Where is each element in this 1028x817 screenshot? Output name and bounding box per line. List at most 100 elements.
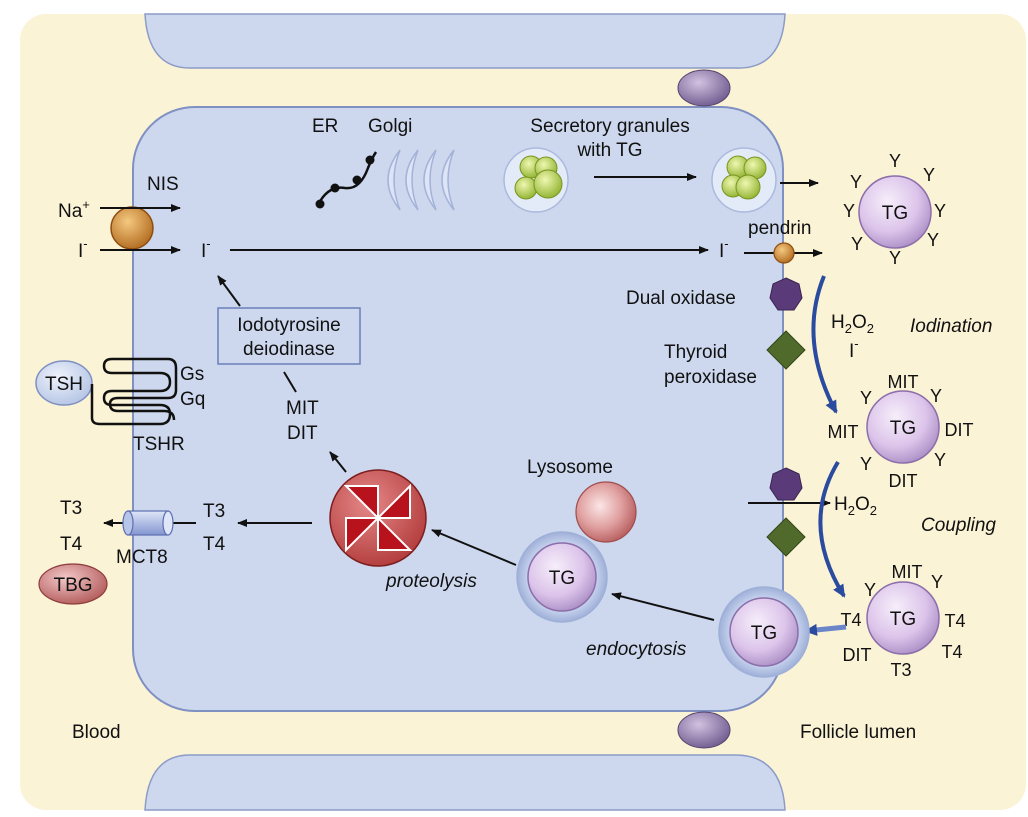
svg-text:Y: Y [860, 454, 872, 474]
svg-text:TG: TG [751, 623, 777, 644]
endocytic-vesicle: TG [718, 586, 810, 678]
follicle-lumen-label: Follicle lumen [800, 722, 916, 743]
thyroid-cell [132, 106, 784, 712]
sodium-label: Na+ [58, 197, 90, 222]
er-label: ER [312, 116, 338, 137]
svg-text:TG: TG [890, 418, 916, 439]
arrow-to-proteolysis [431, 529, 517, 566]
thyroid-peroxidase-enzyme-2 [766, 517, 806, 557]
lysosome [575, 481, 637, 543]
tshr-receptor [90, 357, 178, 426]
secretory-granule-1 [503, 147, 569, 213]
svg-text:Y: Y [934, 201, 946, 221]
secretory-granules-label: Secretory granules [530, 116, 689, 137]
gq-label: Gq [180, 389, 205, 410]
thyroid-peroxidase-label-2: peroxidase [664, 367, 757, 388]
svg-text:DIT: DIT [889, 471, 918, 491]
svg-text:Y: Y [927, 230, 939, 250]
arrow-coupling [818, 460, 846, 598]
svg-text:Y: Y [889, 151, 901, 171]
svg-text:Y: Y [851, 234, 863, 254]
lysosome-label: Lysosome [527, 457, 613, 478]
dual-oxidase-enzyme [769, 277, 803, 311]
svg-text:DIT: DIT [945, 420, 974, 440]
endocytosis-label: endocytosis [586, 639, 687, 660]
golgi-apparatus [387, 149, 455, 211]
t3-blood-label: T3 [60, 498, 82, 519]
thyroglobulin-unmodified: TG Y Y Y Y Y Y Y Y [843, 151, 946, 268]
pendrin-label: pendrin [748, 218, 811, 239]
coupling-label: Coupling [921, 515, 996, 536]
dit-label: DIT [287, 423, 318, 444]
arrow-vesicle-to-lysosome [611, 592, 715, 621]
tight-junction-bottom [677, 711, 731, 749]
svg-text:Y: Y [889, 248, 901, 268]
svg-text:T3: T3 [890, 660, 911, 680]
secretory-granule-2 [711, 147, 777, 213]
arrow-mit-dit-to-deiodinase [283, 371, 297, 393]
h2o2-label-iodination: H2O2 [831, 312, 874, 336]
tbg-protein [38, 563, 108, 605]
nis-transporter [110, 206, 154, 250]
svg-text:MIT: MIT [892, 562, 923, 582]
dual-oxidase-enzyme-2 [769, 467, 803, 501]
tshr-label: TSHR [133, 434, 185, 455]
svg-text:Y: Y [864, 580, 876, 600]
svg-text:Y: Y [923, 165, 935, 185]
iodide-cell-label: I- [201, 236, 211, 262]
dual-oxidase-label: Dual oxidase [626, 288, 736, 309]
adjacent-cell-bottom [144, 754, 786, 811]
blood-label: Blood [72, 722, 121, 743]
proteolysis-label: proteolysis [385, 571, 477, 592]
proteolysis-organelle [329, 469, 427, 567]
iodide-iodination-label: I- [849, 336, 859, 362]
deiodinase-label: Iodotyrosine [237, 315, 341, 336]
t4-cell-label: T4 [203, 534, 226, 555]
svg-text:Y: Y [860, 388, 872, 408]
svg-text:Y: Y [843, 201, 855, 221]
adjacent-cell-top [144, 13, 786, 69]
iodination-label: Iodination [910, 316, 992, 337]
pendrin-transporter [773, 242, 795, 264]
ribosome [315, 199, 325, 209]
iodide-apical-label: I- [719, 236, 729, 262]
t3-cell-label: T3 [203, 501, 225, 522]
nis-label: NIS [147, 174, 179, 195]
svg-text:TG: TG [890, 609, 916, 630]
iodide-blood-label: I- [78, 236, 88, 262]
thyroid-peroxidase-label: Thyroid [664, 342, 727, 363]
svg-text:T4: T4 [944, 611, 965, 631]
phagolysosome: TG [516, 531, 608, 623]
svg-text:TG: TG [549, 568, 575, 589]
h2o2-label-coupling: H2O2 [834, 494, 877, 518]
secretory-granules-label-2: with TG [576, 140, 642, 161]
svg-text:MIT: MIT [828, 422, 859, 442]
arrow-to-mit-dit [329, 451, 347, 473]
deiodinase-label-2: deiodinase [243, 339, 335, 360]
tsh-hormone [35, 360, 93, 406]
t4-blood-label: T4 [60, 534, 83, 555]
mct8-transporter [122, 510, 174, 536]
arrow-endocytosis-entry [804, 623, 847, 636]
thyroglobulin-iodinated: TG MIT Y Y MIT DIT Y Y DIT [828, 372, 974, 491]
tsh-label: TSH [45, 374, 83, 395]
svg-text:TG: TG [882, 203, 908, 224]
golgi-label: Golgi [368, 116, 412, 137]
ribosome [365, 155, 375, 165]
ribosome [330, 183, 340, 193]
arrow-deiodinase-to-iodide [217, 275, 241, 307]
mit-label: MIT [286, 398, 319, 419]
gs-label: Gs [180, 364, 204, 385]
svg-text:Y: Y [850, 172, 862, 192]
tbg-label: TBG [53, 575, 92, 596]
svg-text:Y: Y [930, 386, 942, 406]
arrow-iodination [811, 275, 838, 414]
thyroglobulin-coupled: TG MIT Y Y T4 T4 DIT T4 T3 [840, 562, 965, 680]
mct8-label: MCT8 [116, 547, 168, 568]
svg-text:T4: T4 [941, 642, 962, 662]
tight-junction-top [677, 69, 731, 107]
thyroid-peroxidase-enzyme [766, 330, 806, 370]
svg-text:DIT: DIT [843, 645, 872, 665]
